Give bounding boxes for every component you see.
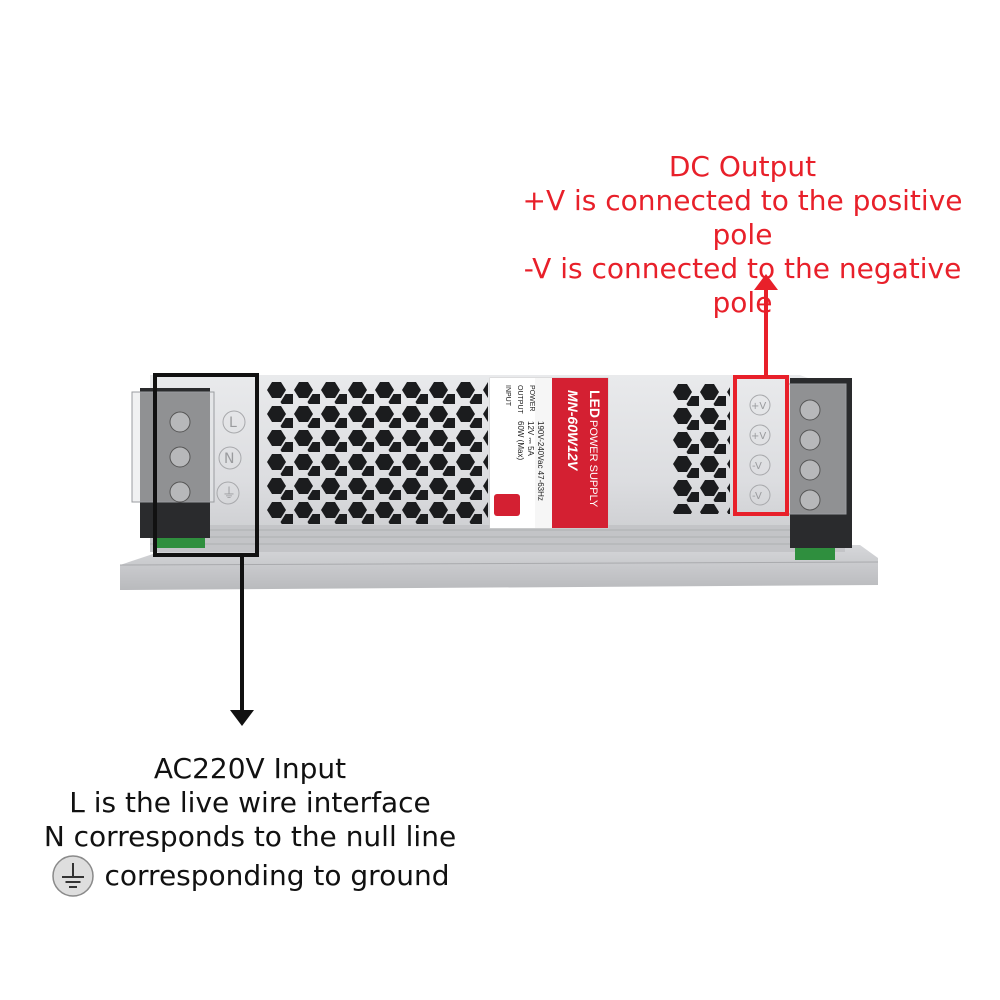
ac-input-highlight-box — [153, 373, 259, 557]
label-row-input-key: INPUT — [504, 385, 511, 407]
terminal-label-right: -V — [752, 461, 762, 472]
terminal-screw — [169, 411, 191, 433]
dc-output-positive-text: +V is connected to the positive pole — [522, 184, 963, 251]
terminal-label-left: L — [229, 415, 237, 431]
label-row-input-value: 190V-240Vac 47-63Hz — [536, 421, 545, 501]
terminal-label-right: +V — [751, 431, 766, 442]
ac-input-live-text: L is the live wire interface — [69, 786, 431, 819]
ac-input-callout: AC220V Input L is the live wire interfac… — [30, 752, 470, 898]
power-supply-case — [150, 375, 845, 552]
base-plate — [119, 545, 879, 590]
label-row-output-value: 12V ⎓ 5A — [526, 421, 535, 457]
ac-input-terminal-block: L N ⏚ — [131, 388, 246, 548]
terminal-screw — [169, 481, 191, 503]
dc-output-negative-text: -V is connected to the negative pole — [523, 252, 962, 319]
terminal-screw — [799, 489, 821, 511]
terminal-screw — [799, 459, 821, 481]
ac-input-null-text: N corresponds to the null line — [43, 820, 457, 853]
terminal-screw — [799, 429, 821, 451]
label-row-power-value: 60W (Max) — [516, 421, 525, 460]
vent-grid-right — [672, 384, 730, 514]
label-row-output-key: OUTPUT — [516, 385, 523, 415]
dc-output-callout: DC Output +V is connected to the positiv… — [490, 150, 995, 320]
arrow-up-icon — [754, 274, 778, 290]
product-label: LED POWER SUPPLY MN-60W12V INPUT 190V-24… — [489, 377, 609, 529]
dc-output-highlight-box — [733, 375, 789, 516]
ac-input-ground-text: corresponding to ground — [104, 859, 450, 892]
ground-icon — [51, 855, 94, 897]
vent-grid-left — [266, 382, 488, 524]
ac-input-title: AC220V Input — [153, 752, 347, 785]
label-row-power-key: POWER — [528, 385, 535, 411]
terminal-label-left: ⏚ — [222, 486, 236, 502]
arrow-down-icon — [230, 710, 254, 726]
terminal-screw — [799, 399, 821, 421]
dc-output-title: DC Output — [668, 150, 817, 183]
terminal-label-left: N — [224, 451, 234, 467]
terminal-screw — [169, 446, 191, 468]
terminal-label-right: +V — [751, 401, 766, 412]
label-brand: LED — [587, 390, 603, 418]
dc-output-terminal-block: +V +V -V -V — [749, 378, 852, 560]
terminal-label-right: -V — [752, 491, 762, 502]
label-brand-sub: POWER SUPPLY — [587, 420, 599, 508]
ac-input-ground-row: corresponding to ground — [30, 854, 470, 898]
label-model: MN-60W12V — [565, 390, 581, 472]
